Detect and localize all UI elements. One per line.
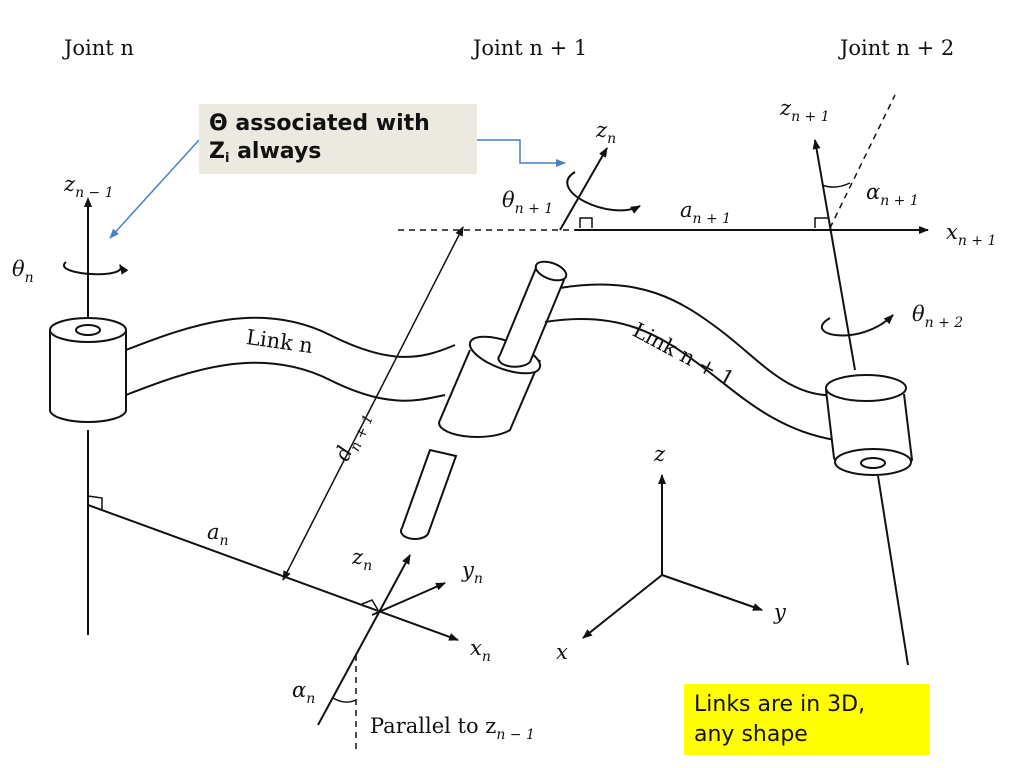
callout-arrow-right bbox=[477, 139, 566, 167]
world-x-label: x bbox=[556, 640, 568, 664]
alpha-n-label: αn bbox=[292, 678, 316, 707]
world-y-label: y bbox=[774, 600, 786, 624]
x-n-label: xn bbox=[470, 636, 491, 665]
theta-symbol: Θ bbox=[209, 111, 228, 136]
x-n1-label: xn + 1 bbox=[946, 220, 997, 249]
link-n1-body bbox=[544, 283, 841, 441]
theta-n2-label: θn + 2 bbox=[912, 302, 964, 331]
right-angle-mark-n2 bbox=[814, 217, 828, 228]
theta-n-label: θn bbox=[12, 257, 34, 286]
d-n1-dimension bbox=[282, 225, 464, 581]
callout-arrow-left bbox=[109, 139, 200, 239]
z-n-axis-upper bbox=[559, 147, 608, 231]
alpha-n1-label: αn + 1 bbox=[866, 180, 919, 209]
z-n-axis-lower bbox=[317, 554, 411, 726]
world-z-label: z bbox=[654, 442, 666, 466]
theta-n2-rotation-arrow bbox=[820, 314, 894, 337]
joint-n-label: Joint n bbox=[64, 36, 134, 60]
right-angle-mark-origin bbox=[361, 599, 379, 611]
right-angle-mark-n bbox=[87, 495, 103, 510]
a-n1-label: an + 1 bbox=[680, 198, 732, 227]
z-n1-axis-lower bbox=[877, 475, 909, 666]
a-n-label: an bbox=[207, 520, 229, 549]
theta-n1-label: θn + 1 bbox=[502, 188, 554, 217]
theta-zi-callout: Θ associated with Zi always bbox=[199, 104, 477, 174]
y-n-axis bbox=[371, 582, 446, 616]
world-frame bbox=[582, 474, 763, 639]
y-n-label: yn bbox=[462, 558, 483, 587]
z-n-minus-1-label: zn − 1 bbox=[64, 172, 114, 201]
theta-n-rotation-arrow bbox=[62, 261, 129, 276]
x-n-axis bbox=[87, 504, 459, 641]
links-3d-note: Links are in 3D, any shape bbox=[684, 684, 930, 755]
z-n-upper-label: zn bbox=[596, 118, 617, 147]
joint-n1-label: Joint n + 1 bbox=[473, 36, 588, 60]
alpha-n1-dashed-line bbox=[829, 94, 896, 229]
joint-n-assembly bbox=[49, 197, 129, 635]
alpha-n-arc bbox=[332, 697, 357, 703]
alpha-n1-arc bbox=[821, 182, 851, 188]
right-angle-mark-n1 bbox=[579, 217, 593, 228]
z-n-lower-label: zn bbox=[352, 545, 373, 574]
joint-n2-label: Joint n + 2 bbox=[840, 36, 955, 60]
parallel-label: Parallel to zn − 1 bbox=[370, 714, 535, 743]
theta-n1-rotation-arrow bbox=[566, 171, 641, 214]
joint-n2-assembly bbox=[825, 374, 914, 476]
z-n1-label: zn + 1 bbox=[780, 96, 830, 125]
z-n1-axis bbox=[812, 139, 856, 371]
